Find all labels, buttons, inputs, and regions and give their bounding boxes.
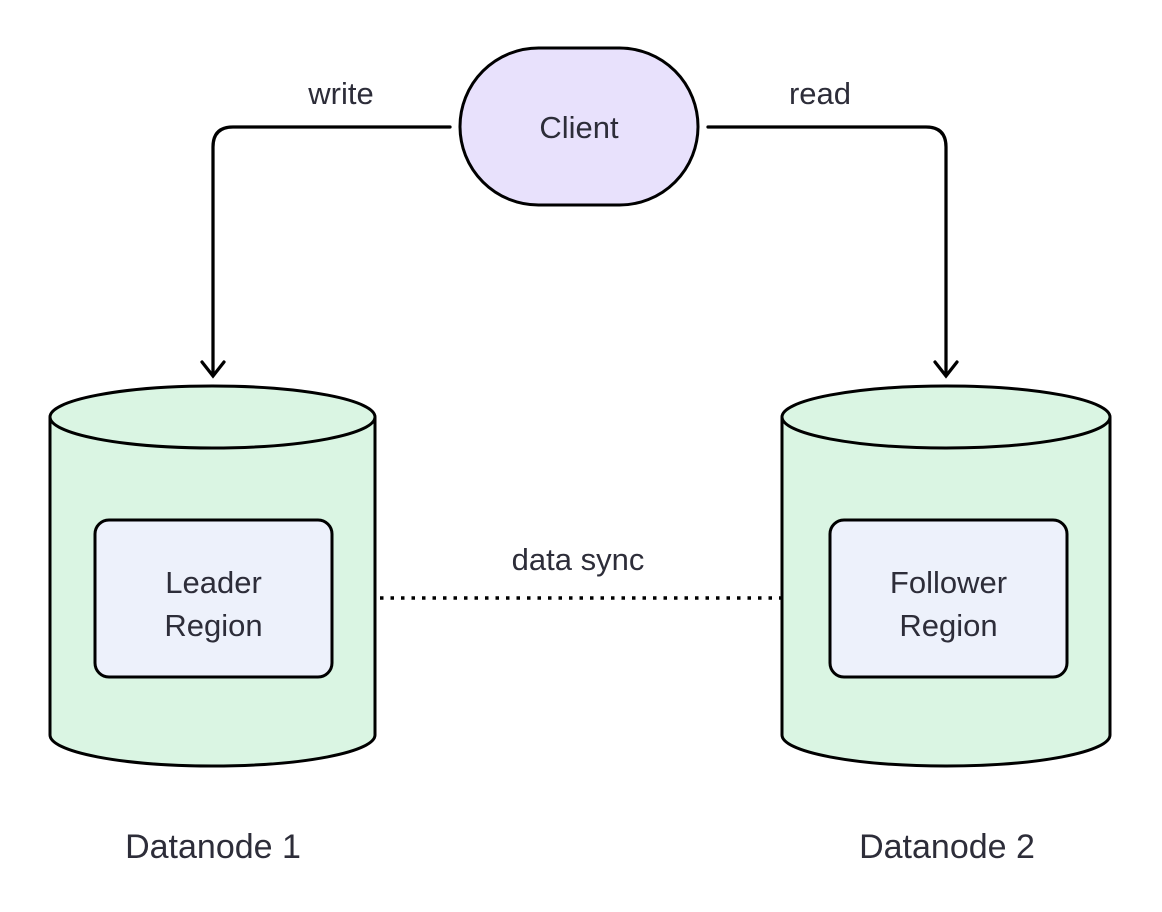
follower-region-box (828, 518, 1069, 679)
node-datanode1: Leader Region Datanode 1 (48, 384, 377, 866)
client-label: Client (539, 110, 619, 145)
datanode1-cylinder-top (48, 384, 377, 450)
edge-data-sync: data sync (338, 542, 828, 612)
follower-region-label-line1: Follower (890, 565, 1007, 600)
edge-read-arrowhead-icon (933, 360, 959, 379)
edge-read-line (706, 125, 948, 376)
leader-region-label-line2: Region (164, 608, 262, 643)
datanode2-caption: Datanode 2 (859, 828, 1035, 866)
edge-read: read (706, 76, 959, 379)
edge-data-sync-label: data sync (512, 542, 645, 577)
edge-write-arrowhead-icon (200, 360, 226, 379)
datanode2-cylinder-top (780, 384, 1112, 450)
follower-region-label-line2: Region (899, 608, 997, 643)
datanode1-caption: Datanode 1 (125, 828, 301, 866)
client-stadium-shape (458, 46, 700, 207)
edge-read-label: read (789, 76, 851, 111)
leader-region-label-line1: Leader (165, 565, 262, 600)
edge-write: write (200, 76, 452, 379)
node-datanode2: Follower Region Datanode 2 (780, 384, 1112, 866)
edge-write-label: write (307, 76, 373, 111)
edge-write-line (211, 125, 452, 376)
leader-region-box (93, 518, 334, 679)
node-client: Client (458, 46, 700, 207)
